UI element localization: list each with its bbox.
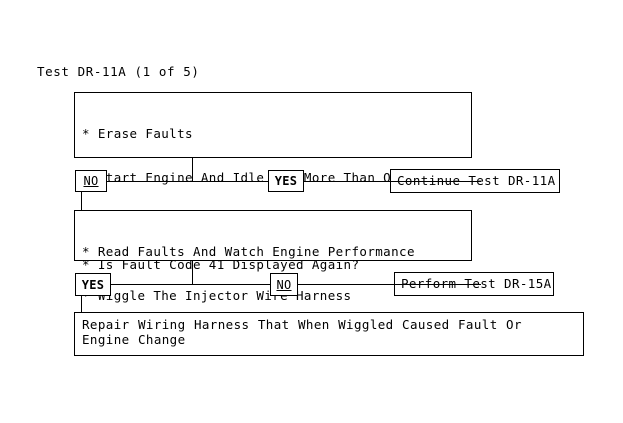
branch2-no-target-label: Perform Test DR-15A <box>401 275 552 291</box>
branch1-yes-node[interactable]: YES <box>268 170 304 192</box>
branch1-yes-target-label: Continue Test DR-11A <box>397 172 556 188</box>
step-box-initial-fault-check: * Erase Faults * Start Engine And Idle F… <box>74 92 472 271</box>
branch1-no-node[interactable]: NO <box>75 170 107 192</box>
connector-step2-to-branch2 <box>192 261 193 284</box>
step-box-repair-action: Repair Wiring Harness That When Wiggled … <box>74 312 584 356</box>
connector-branch2-yes-to-step3 <box>81 296 82 312</box>
step2-line-1: * Read Faults And Watch Engine Performan… <box>82 244 415 259</box>
page-title: Test DR-11A (1 of 5) <box>37 64 200 79</box>
step-box-wiggle-test: * Read Faults And Watch Engine Performan… <box>74 210 472 346</box>
connector-step1-to-branch1 <box>192 158 193 181</box>
branch2-no-node[interactable]: NO <box>270 273 298 296</box>
branch2-yes-node[interactable]: YES <box>75 273 111 296</box>
step1-line-1: * Erase Faults <box>82 126 193 141</box>
connector-branch1-no-to-step2 <box>81 192 82 210</box>
step3-text: Repair Wiring Harness That When Wiggled … <box>82 317 522 347</box>
